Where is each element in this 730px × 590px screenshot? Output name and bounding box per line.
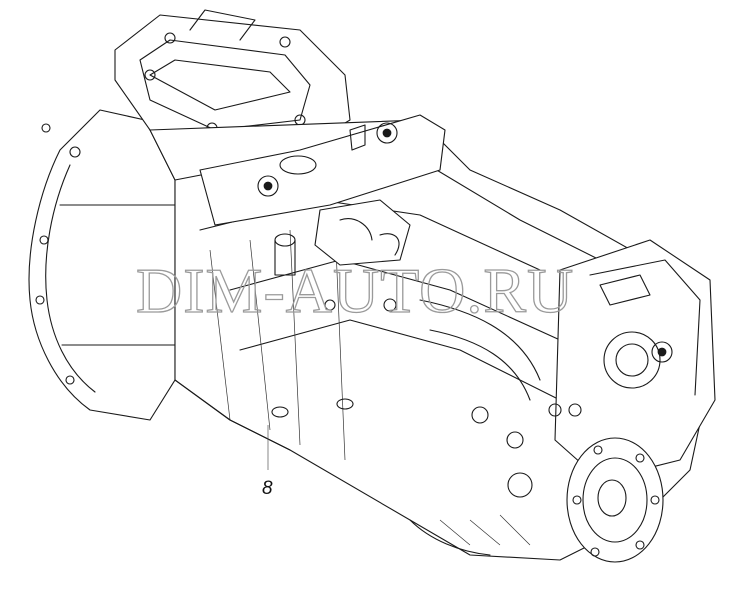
watermark-text: DIM-AUTO.RU — [136, 255, 574, 326]
valve-cluster — [274, 199, 411, 312]
rear-housing — [554, 239, 716, 481]
top-housing — [114, 9, 351, 161]
callout-label-8: 8 — [262, 478, 273, 499]
selector-housing — [199, 114, 446, 226]
bell-housing — [28, 109, 176, 421]
output-flange — [566, 437, 664, 563]
lower-fittings — [271, 299, 582, 556]
